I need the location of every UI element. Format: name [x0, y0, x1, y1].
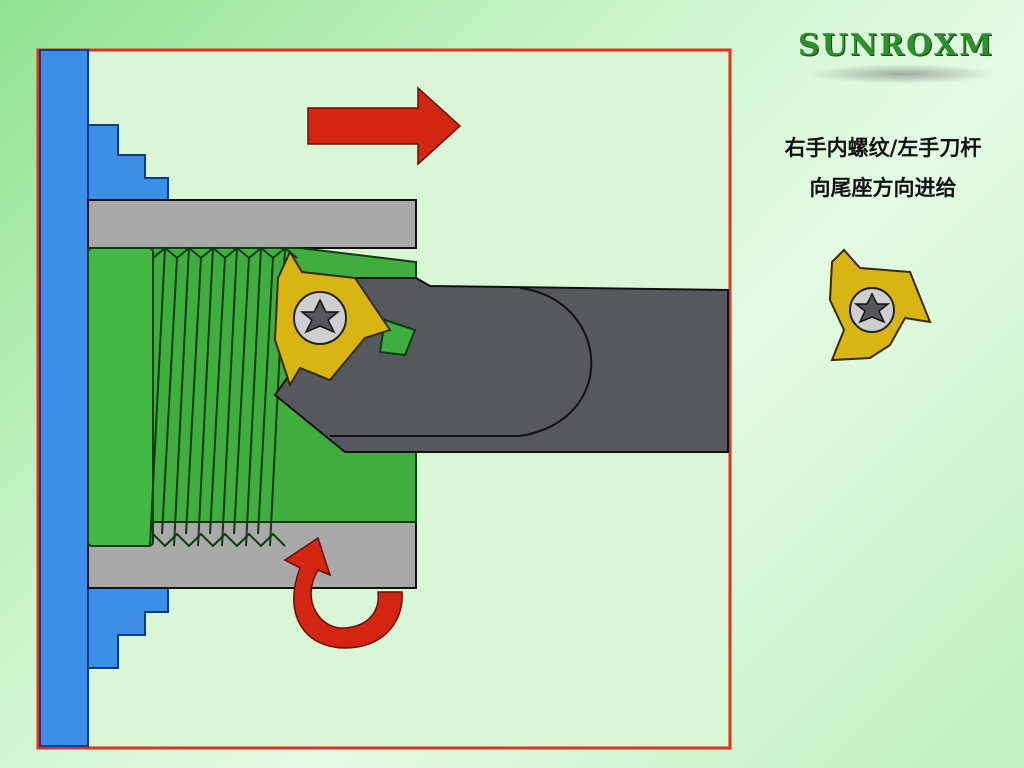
chuck-jaw-lower: [87, 587, 169, 669]
bore-wall-upper: [87, 199, 417, 249]
workpiece-face: [87, 247, 154, 547]
boring-bar-head-edge: [330, 287, 593, 437]
torx-star: [299, 298, 341, 334]
caption-line-1: 右手内螺纹/左手刀杆: [784, 136, 982, 160]
insert-detail-torx: [853, 292, 891, 324]
chuck-plate: [39, 49, 89, 747]
rotation-arrow-icon: [283, 536, 403, 649]
caption-line-2: 向尾座方向进给: [809, 176, 957, 200]
logo-text: SUNROXM: [798, 28, 995, 63]
insert-detail: [828, 248, 932, 362]
logo-shadow: [808, 64, 998, 84]
arrow-right-icon: [307, 86, 462, 166]
brand-logo: SUNROXM: [798, 28, 1002, 98]
